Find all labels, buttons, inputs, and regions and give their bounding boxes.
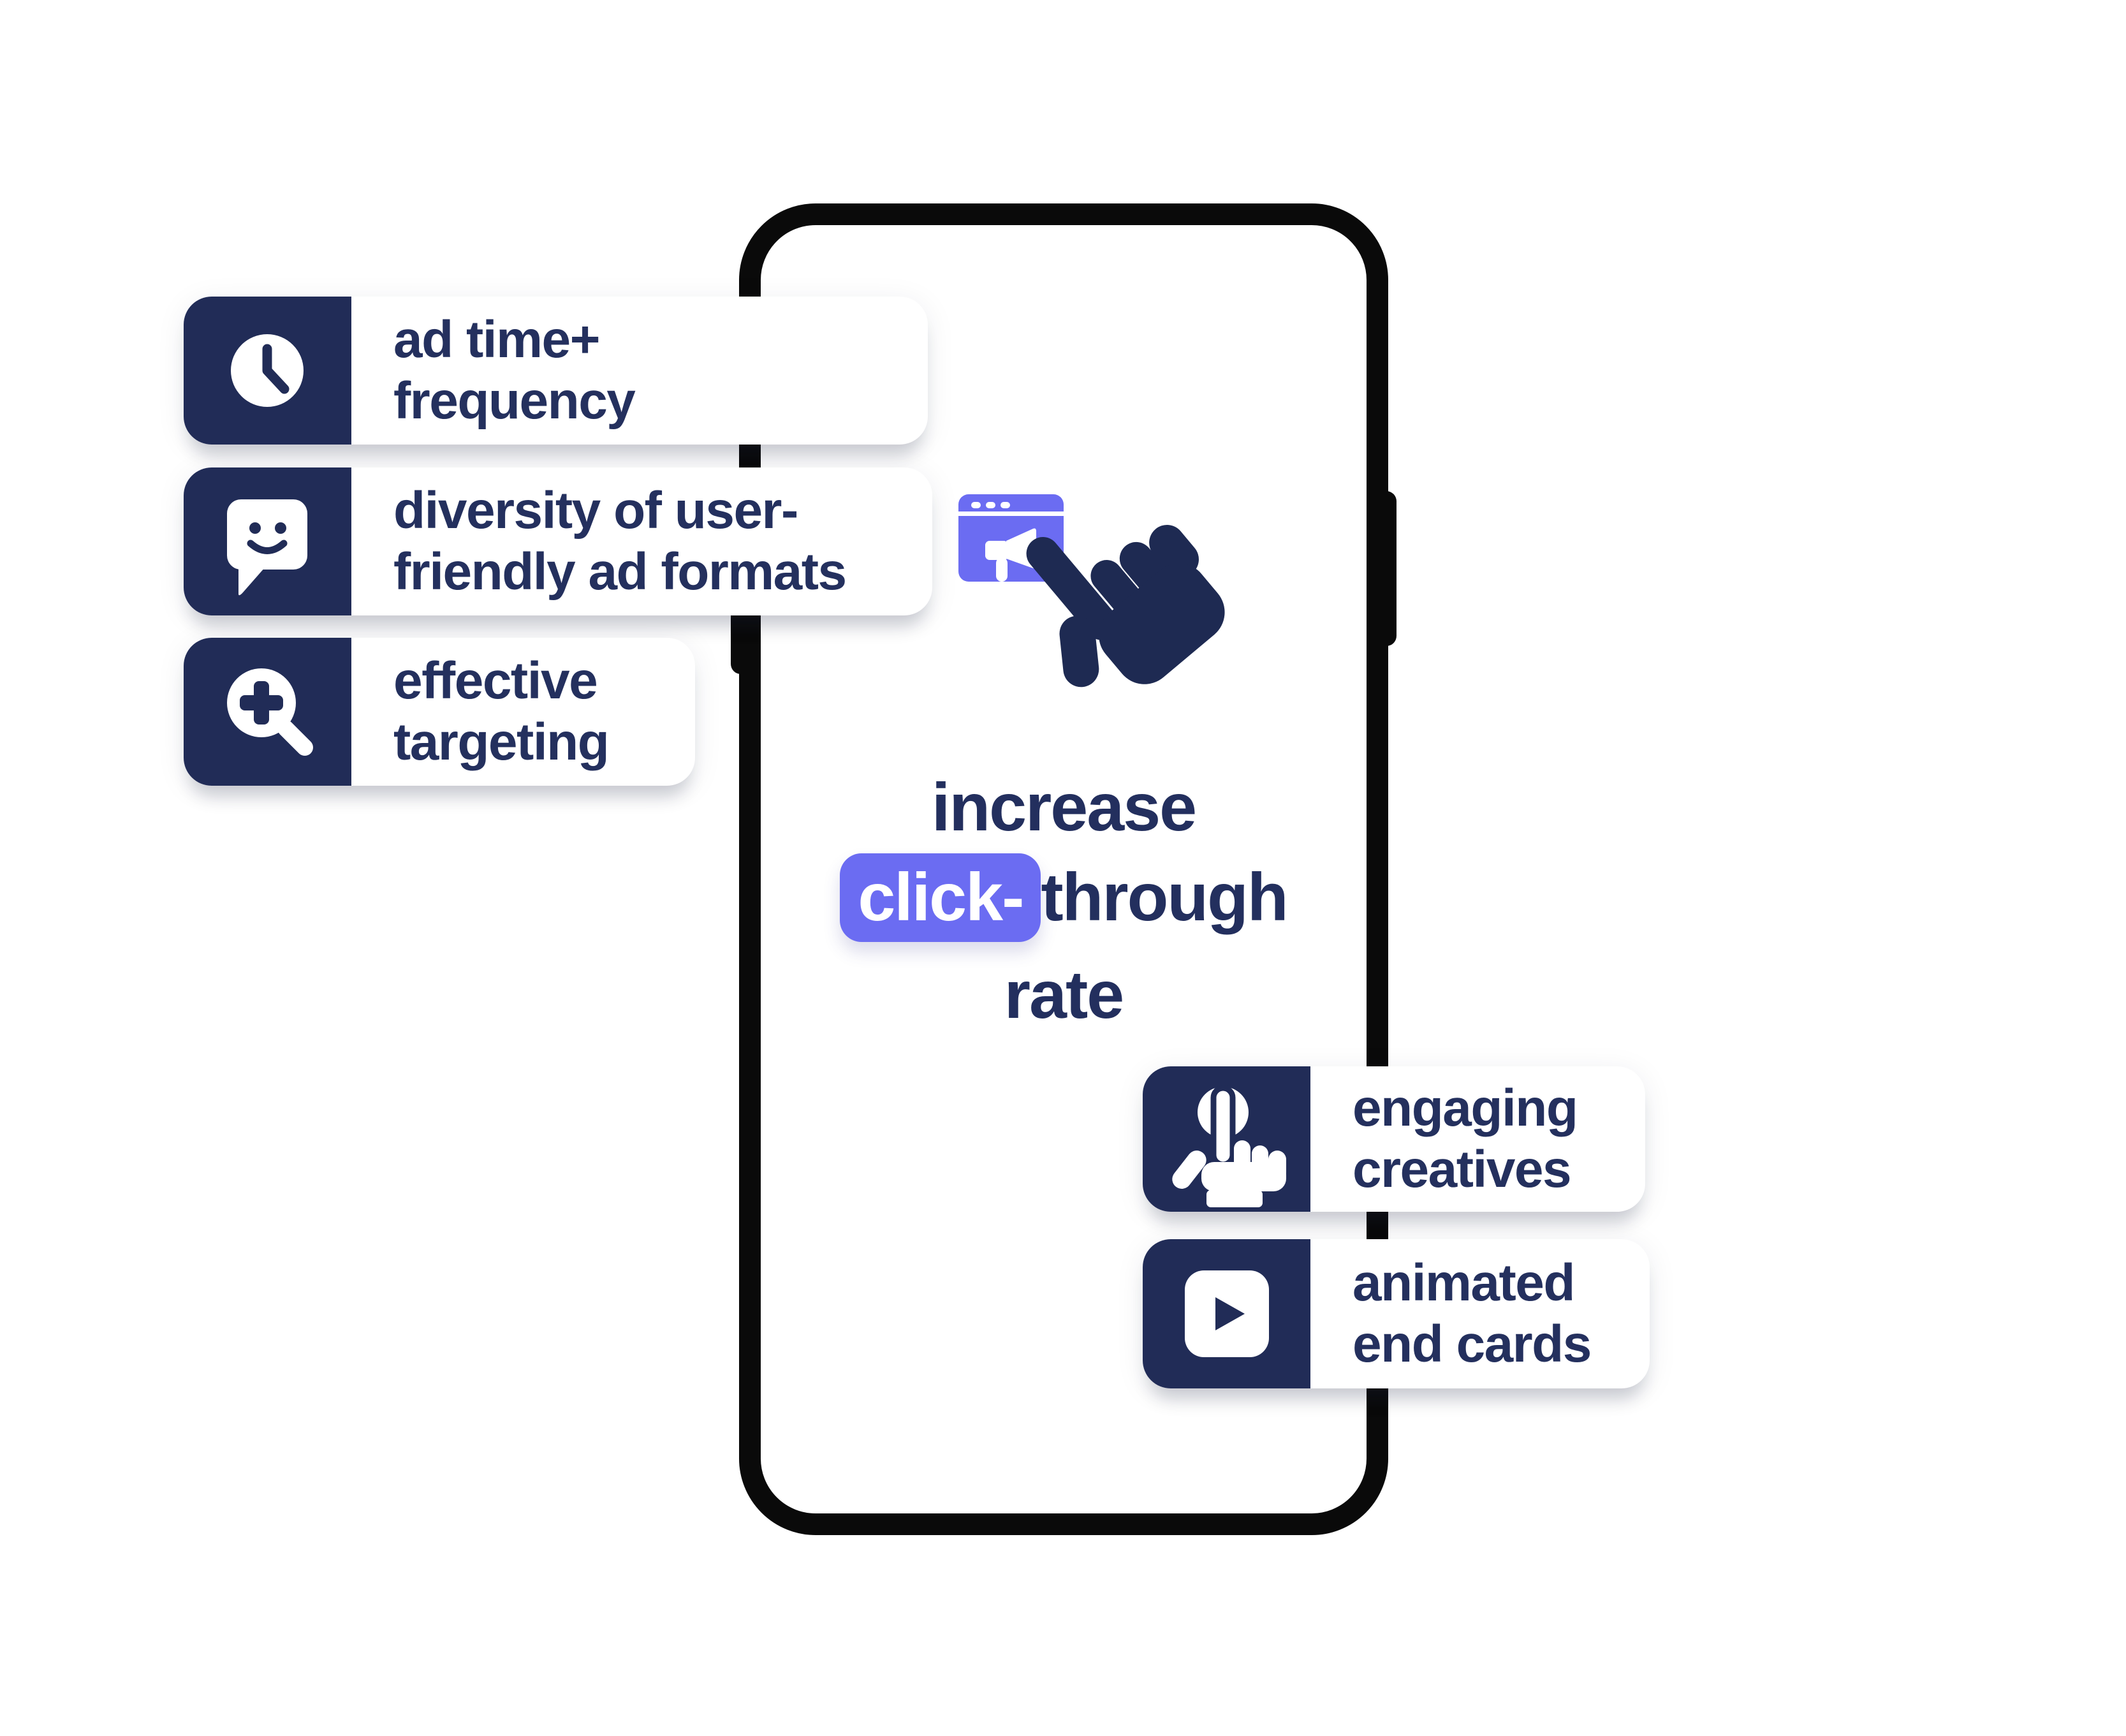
pill-ad-time-frequency: ad time+ frequency (184, 297, 928, 445)
pill-label: effective targeting (393, 652, 610, 771)
headline-line1: increase (931, 770, 1197, 845)
highlight-word: click- (858, 860, 1024, 935)
pill-iconbox (1143, 1239, 1310, 1388)
pill-engaging-creatives: engaging creatives (1143, 1066, 1645, 1212)
pill-label: diversity of user- friendly ad formats (393, 482, 847, 601)
pill-iconbox (184, 467, 351, 615)
highlight-click-badge: click- (840, 853, 1041, 942)
pill-ad-format-diversity: diversity of user- friendly ad formats (184, 467, 932, 615)
clock-icon (231, 334, 304, 407)
megaphone-browser-icon (958, 494, 1225, 688)
magnifier-plus-icon (227, 668, 313, 756)
play-button-icon (1185, 1270, 1269, 1357)
pill-effective-targeting: effective targeting (184, 638, 695, 786)
pill-iconbox (184, 297, 351, 445)
pill-label: animated end cards (1353, 1254, 1592, 1373)
pill-iconbox (1143, 1066, 1310, 1212)
pill-label: ad time+ frequency (393, 311, 636, 430)
chat-smiley-icon (227, 499, 307, 596)
pill-label: engaging creatives (1353, 1079, 1578, 1198)
tap-finger-icon (1172, 1085, 1286, 1207)
pill-iconbox (184, 638, 351, 786)
headline-line2-rest: through (1041, 860, 1288, 935)
hand-cursor-icon (1026, 525, 1225, 688)
headline-line2: click- through (760, 853, 1367, 942)
headline-line3: rate (1004, 957, 1124, 1033)
pill-animated-end-cards: animated end cards (1143, 1239, 1650, 1388)
